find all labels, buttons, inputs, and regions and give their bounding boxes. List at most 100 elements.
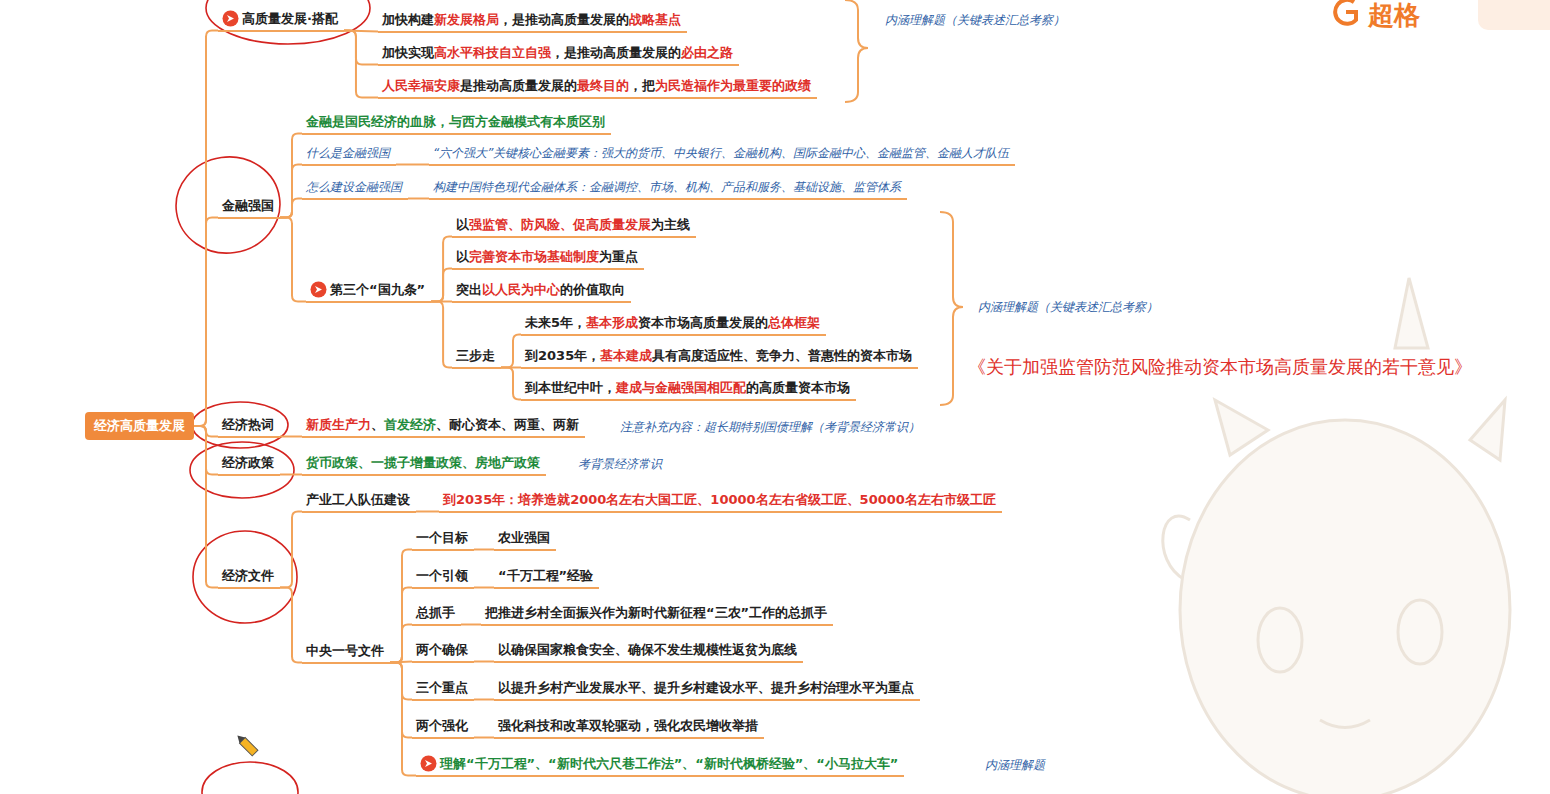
topic-node: 到2035年，基本建成具有高度适应性、竞争力、普惠性的资本市场 <box>521 346 918 369</box>
topic-text: 加快构建新发展格局，是推动高质量发展的战略基点 <box>382 12 681 27</box>
topic-icon <box>310 281 327 298</box>
topic-node: 经济政策 <box>218 453 280 476</box>
document-title: 《关于加强监管防范风险推动资本市场高质量发展的若干意见》 <box>968 356 1472 378</box>
topic-icon <box>222 10 239 27</box>
branch-connector <box>408 198 429 200</box>
branch-connector <box>416 511 439 513</box>
hand-circle <box>202 762 298 794</box>
topic-node: “千万工程”经验 <box>494 566 599 589</box>
highlight-text: 以人民为中心 <box>482 282 560 297</box>
mascot-ear <box>1470 400 1505 460</box>
mascot-mouth <box>1320 720 1370 728</box>
topic-text: 两个强化 <box>416 718 468 733</box>
topic-text: 三个重点 <box>416 680 468 695</box>
branch-connector <box>501 368 521 400</box>
icon-arrow <box>425 760 432 767</box>
branch-connector <box>280 165 302 218</box>
branch-connector <box>194 218 218 427</box>
highlight-text: 新发展格局 <box>434 12 499 27</box>
topic-text: 一个引领 <box>416 568 468 583</box>
topic-node: 理解“千万工程”、“新时代六尺巷工作法”、“新时代枫桥经验”、“小马拉大车” <box>416 754 904 777</box>
topic-text: 经济高质量发展 <box>94 418 185 433</box>
topic-text: “六个强大”关键核心金融要素：强大的货币、中央银行、金融机构、国际金融中心、金融… <box>433 146 1009 160</box>
highlight-text: 基本形成 <box>586 315 638 330</box>
icon-arrow <box>227 15 234 22</box>
topic-text: 把推进乡村全面振兴作为新时代新征程“三农”工作的总抓手 <box>485 605 827 620</box>
hand-circle <box>193 531 297 623</box>
icon-disc <box>311 282 327 298</box>
corner-panel <box>1478 0 1550 30</box>
topic-text: 理解“千万工程”、“新时代六尺巷工作法”、“新时代枫桥经验”、“小马拉大车” <box>440 756 898 771</box>
topic-icon <box>420 755 437 772</box>
note-text: 注意补充内容：超长期特别国债理解（考背景经济常识） <box>620 420 920 434</box>
topic-text: 高质量发展·搭配 <box>242 11 338 26</box>
mascot-eye <box>1398 600 1442 664</box>
mascot-eye <box>1258 608 1302 672</box>
topic-node: 高质量发展·搭配 <box>218 9 344 32</box>
topic-node: 突出以人民为中心的价值取向 <box>452 280 631 303</box>
topic-text: 三步走 <box>456 348 495 363</box>
topic-text: 人民幸福安康是推动高质量发展的最终目的，把为民造福作为最重要的政绩 <box>382 78 811 93</box>
root-topic: 经济高质量发展 <box>85 412 194 440</box>
mascot-horn <box>1395 278 1428 348</box>
topic-node: 加快构建新发展格局，是推动高质量发展的战略基点 <box>378 10 687 33</box>
branch-connector <box>474 549 494 551</box>
topic-node: 构建中国特色现代金融体系：金融调控、市场、机构、产品和服务、基础设施、监管体系 <box>429 177 907 200</box>
topic-text: 以提升乡村产业发展水平、提升乡村建设水平、提升乡村治理水平为重点 <box>498 680 914 695</box>
branch-connector <box>280 199 302 218</box>
note-text: 考背景经济常识 <box>578 457 662 471</box>
topic-node: 以完善资本市场基础制度为重点 <box>452 247 644 270</box>
topic-text: 经济政策 <box>222 455 274 470</box>
topic-text: 到2035年，基本建成具有高度适应性、竞争力、普惠性的资本市场 <box>525 348 912 363</box>
branch-connector <box>431 269 452 302</box>
topic-text: 构建中国特色现代金融体系：金融调控、市场、机构、产品和服务、基础设施、监管体系 <box>433 180 901 194</box>
note-text: 内涵理解题（关键表述汇总考察） <box>978 300 1158 314</box>
topic-node: 两个确保 <box>412 640 474 663</box>
highlight-text: 完善资本市场基础制度 <box>469 249 599 264</box>
topic-text: 以强监管、防风险、促高质量发展为主线 <box>456 217 690 232</box>
topic-node: 两个强化 <box>412 716 474 739</box>
highlight-text: 新质生产力 <box>306 417 371 432</box>
topic-node: 金融强国 <box>218 196 280 219</box>
note-text: 内涵理解题（关键表述汇总考察） <box>885 13 1065 27</box>
branch-connector <box>390 588 412 663</box>
topic-node: 货币政策、一揽子增量政策、房地产政策 <box>302 453 546 476</box>
topic-text: 什么是金融强国 <box>306 146 390 160</box>
topic-text: 金融强国 <box>222 198 274 213</box>
branch-connector <box>461 624 481 626</box>
branch-connector <box>390 663 416 776</box>
topic-node: 把推进乡村全面振兴作为新时代新征程“三农”工作的总抓手 <box>481 603 833 626</box>
highlight-text: 战略基点 <box>629 12 681 27</box>
brand-logo: 超格 <box>1368 0 1420 31</box>
highlight-text: 最终目的 <box>577 78 629 93</box>
topic-text: “千万工程”经验 <box>498 568 593 583</box>
branch-connector <box>474 699 494 701</box>
icon-arrow <box>315 286 322 293</box>
topic-node: 新质生产力、首发经济、耐心资本、两重、两新 <box>302 415 585 438</box>
note-text: 内涵理解题 <box>985 758 1045 772</box>
topic-text: 经济热词 <box>222 417 274 432</box>
highlight-text: 总体框架 <box>768 315 820 330</box>
branch-connector <box>344 31 378 65</box>
branch-connector <box>501 335 521 368</box>
icon-disc <box>421 756 437 772</box>
branch-connector <box>280 218 306 302</box>
topic-text: 加快实现高水平科技自立自强，是推动高质量发展的必由之路 <box>382 45 733 60</box>
topic-node: 什么是金融强国 <box>302 143 396 166</box>
branch-connector <box>280 588 302 663</box>
topic-text: 到2035年：培养造就2000名左右大国工匠、10000名左右省级工匠、5000… <box>443 492 996 507</box>
topic-text: 总抓手 <box>416 605 455 620</box>
hand-circle <box>206 0 370 44</box>
mascot-head <box>1180 420 1510 794</box>
topic-text: 以完善资本市场基础制度为重点 <box>456 249 638 264</box>
topic-node: 一个引领 <box>412 566 474 589</box>
topic-node: 经济文件 <box>218 566 280 589</box>
topic-text: 怎么建设金融强国 <box>306 180 402 194</box>
topic-node: 经济热词 <box>218 415 280 438</box>
topic-text: 第三个“国九条” <box>330 282 425 297</box>
pencil-icon <box>235 733 258 756</box>
highlight-text: 人民幸福安康 <box>382 78 460 93</box>
branch-connector <box>280 512 302 588</box>
topic-node: 以强监管、防风险、促高质量发展为主线 <box>452 215 696 238</box>
